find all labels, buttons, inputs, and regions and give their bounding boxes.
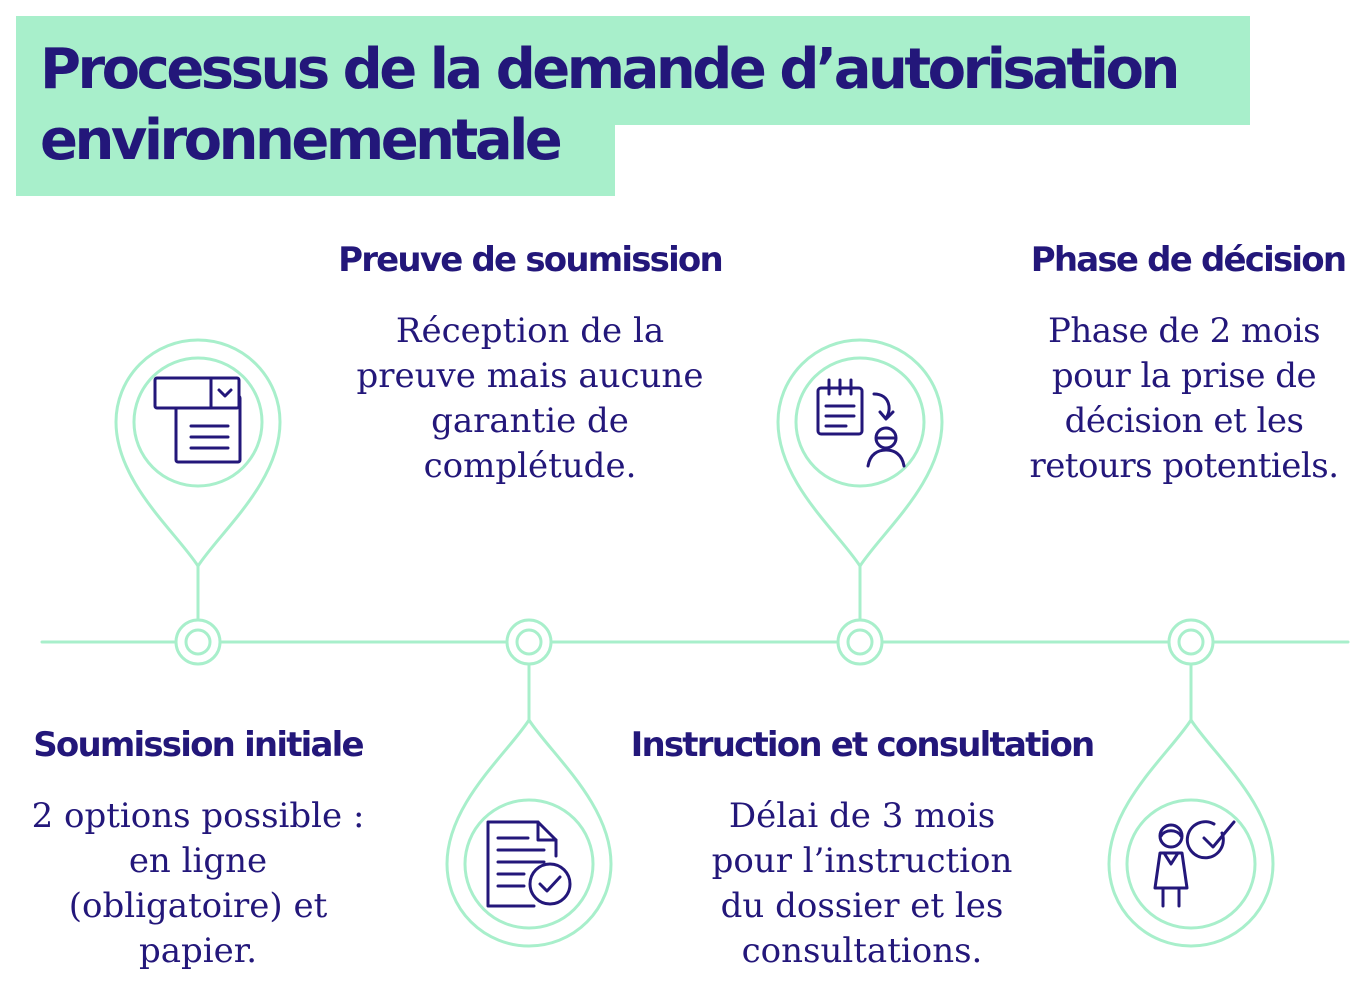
step-4-heading: Phase de décision (1030, 240, 1347, 280)
map-pin-2 (445, 718, 613, 948)
title-highlight-top (16, 16, 1250, 125)
timeline-node-3 (836, 618, 884, 666)
map-pin-3 (776, 338, 944, 568)
title-highlight-bottom (16, 124, 615, 196)
step-2-heading: Preuve de soumission (338, 240, 724, 280)
page-title-line2: environnementale (40, 108, 563, 173)
form-document-icon (153, 376, 242, 464)
timeline-node-2 (505, 618, 553, 666)
timeline-node-1 (174, 618, 222, 666)
step-3-description: Délai de 3 mois pour l’instruction du do… (711, 796, 1013, 971)
map-pin-1 (114, 338, 282, 568)
map-pin-4 (1107, 718, 1275, 948)
timeline-node-4 (1167, 618, 1215, 666)
step-1-heading: Soumission initiale (33, 725, 364, 765)
step-1-description: 2 options possible : en ligne (obligatoi… (31, 796, 365, 971)
calendar-person-icon (816, 378, 906, 468)
page-title-line1: Processus de la demande d’autorisation (40, 37, 1180, 102)
step-2-description: Réception de la preuve mais aucune garan… (356, 311, 704, 486)
document-check-icon (486, 820, 572, 908)
step-4-description: Phase de 2 mois pour la prise de décisio… (1029, 311, 1339, 486)
step-3-heading: Instruction et consultation (630, 725, 1096, 765)
person-approval-icon (1153, 820, 1236, 908)
